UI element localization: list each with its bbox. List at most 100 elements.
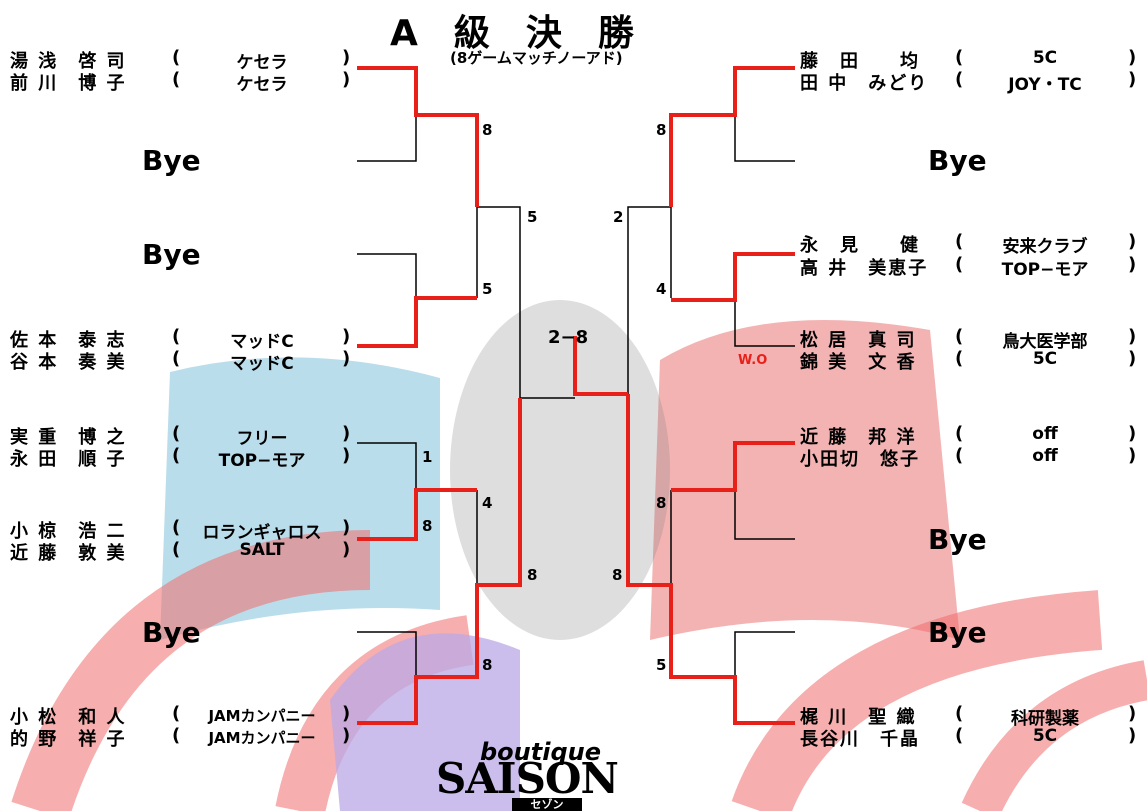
player-name: 錦 美 文 香 [800,352,917,373]
open-paren: ( [955,47,964,68]
open-paren: ( [955,69,964,90]
player-name: 前 川 博 子 [10,73,127,94]
line-r-bye3 [734,631,795,677]
player-name: 近 藤 敦 美 [10,543,127,564]
close-paren: ) [342,69,351,90]
open-paren: ( [955,423,964,444]
player-name: 長谷川 千晶 [800,729,920,750]
player-name: 小 松 和 人 [10,707,127,728]
close-paren: ) [342,326,351,347]
match-score: 8 [422,517,433,535]
player-name: 高 井 美恵子 [800,258,929,279]
line-l-bye1 [357,115,417,162]
match-score: 5 [656,656,667,674]
match-score: 8 [656,121,667,139]
open-paren: ( [172,348,181,369]
player-club: 5C [1032,48,1058,68]
open-paren: ( [955,231,964,252]
player-club: JOY・TC [1008,75,1082,95]
match-score: 4 [482,494,493,512]
open-paren: ( [955,725,964,746]
player-name: 永 田 順 子 [10,449,127,470]
close-paren: ) [342,703,351,724]
player-name: 小 椋 浩 二 [10,521,127,542]
player-name: 的 野 祥 子 [10,729,127,750]
match-score: 2 [613,208,624,226]
player-name: 佐 本 泰 志 [10,330,127,351]
open-paren: ( [955,326,964,347]
bye-label: Bye [928,523,987,556]
line-l-bye2 [357,253,417,298]
player-club: ケセラ [236,53,288,73]
player-name: 梶 川 聖 織 [800,707,917,728]
cyclist-silhouette [450,300,670,640]
sponsor-line-2: SAISON [436,754,619,803]
red-ring-left [11,530,371,811]
player-club: 5C [1032,349,1058,369]
player-club: フリー [236,429,288,449]
page-subtitle: (8ゲームマッチノーアド) [450,49,623,67]
close-paren: ) [1128,231,1137,252]
match-score: 8 [482,656,493,674]
win-l-p2 [357,296,477,348]
match-score: 8 [656,494,667,512]
player-club: off [1032,446,1058,466]
player-name: 実 重 博 之 [10,427,127,448]
open-paren: ( [172,703,181,724]
close-paren: ) [1128,326,1137,347]
match-score: 4 [656,280,667,298]
open-paren: ( [955,445,964,466]
win-r-p5 [626,394,795,725]
player-club: マッドC [230,332,294,352]
close-paren: ) [342,539,351,560]
close-paren: ) [342,517,351,538]
player-club: SALT [239,540,285,560]
sponsor-line-1: boutique [480,738,601,766]
line-r-bye2 [734,490,795,540]
player-club: off [1032,424,1058,444]
line-l-p5 [357,442,417,490]
bye-label: Bye [142,616,201,649]
line-l-bye3 [357,631,417,677]
close-paren: ) [342,423,351,444]
win-l-p4 [357,488,477,541]
page-title: A 級 決 勝 [390,13,634,54]
close-paren: ) [1128,423,1137,444]
player-club: 科研製薬 [1011,709,1079,729]
player-name: 湯 浅 啓 司 [10,51,127,72]
player-club: 安来クラブ [1002,237,1088,257]
player-club: TOP−モア [1001,260,1089,280]
win-l-p5 [357,398,522,725]
close-paren: ) [1128,703,1137,724]
player-club: JAMカンパニー [208,707,316,725]
win-r-p1 [669,66,795,207]
open-paren: ( [172,539,181,560]
close-paren: ) [342,725,351,746]
match-score: 8 [612,566,623,584]
close-paren: ) [1128,69,1137,90]
match-score: 5 [482,280,493,298]
walkover-label: W.O [738,353,768,368]
red-ring-far-right [961,660,1147,811]
close-paren: ) [342,47,351,68]
line-r-sf-top [627,206,671,394]
bye-label: Bye [142,144,201,177]
match-score: 5 [527,208,538,226]
open-paren: ( [172,47,181,68]
sponsor-badge: セゾン [512,798,582,811]
match-score: 8 [527,566,538,584]
player-club: マッドC [230,354,294,374]
win-r-p2 [671,252,795,302]
final-score: 2−8 [548,327,589,348]
bye-label: Bye [142,238,201,271]
line-r-bye1 [734,115,795,162]
close-paren: ) [1128,348,1137,369]
player-name: 近 藤 邦 洋 [800,427,917,448]
open-paren: ( [172,517,181,538]
close-paren: ) [342,348,351,369]
close-paren: ) [1128,47,1137,68]
player-club: 5C [1032,726,1058,746]
player-club: JAMカンパニー [208,729,316,747]
open-paren: ( [172,445,181,466]
